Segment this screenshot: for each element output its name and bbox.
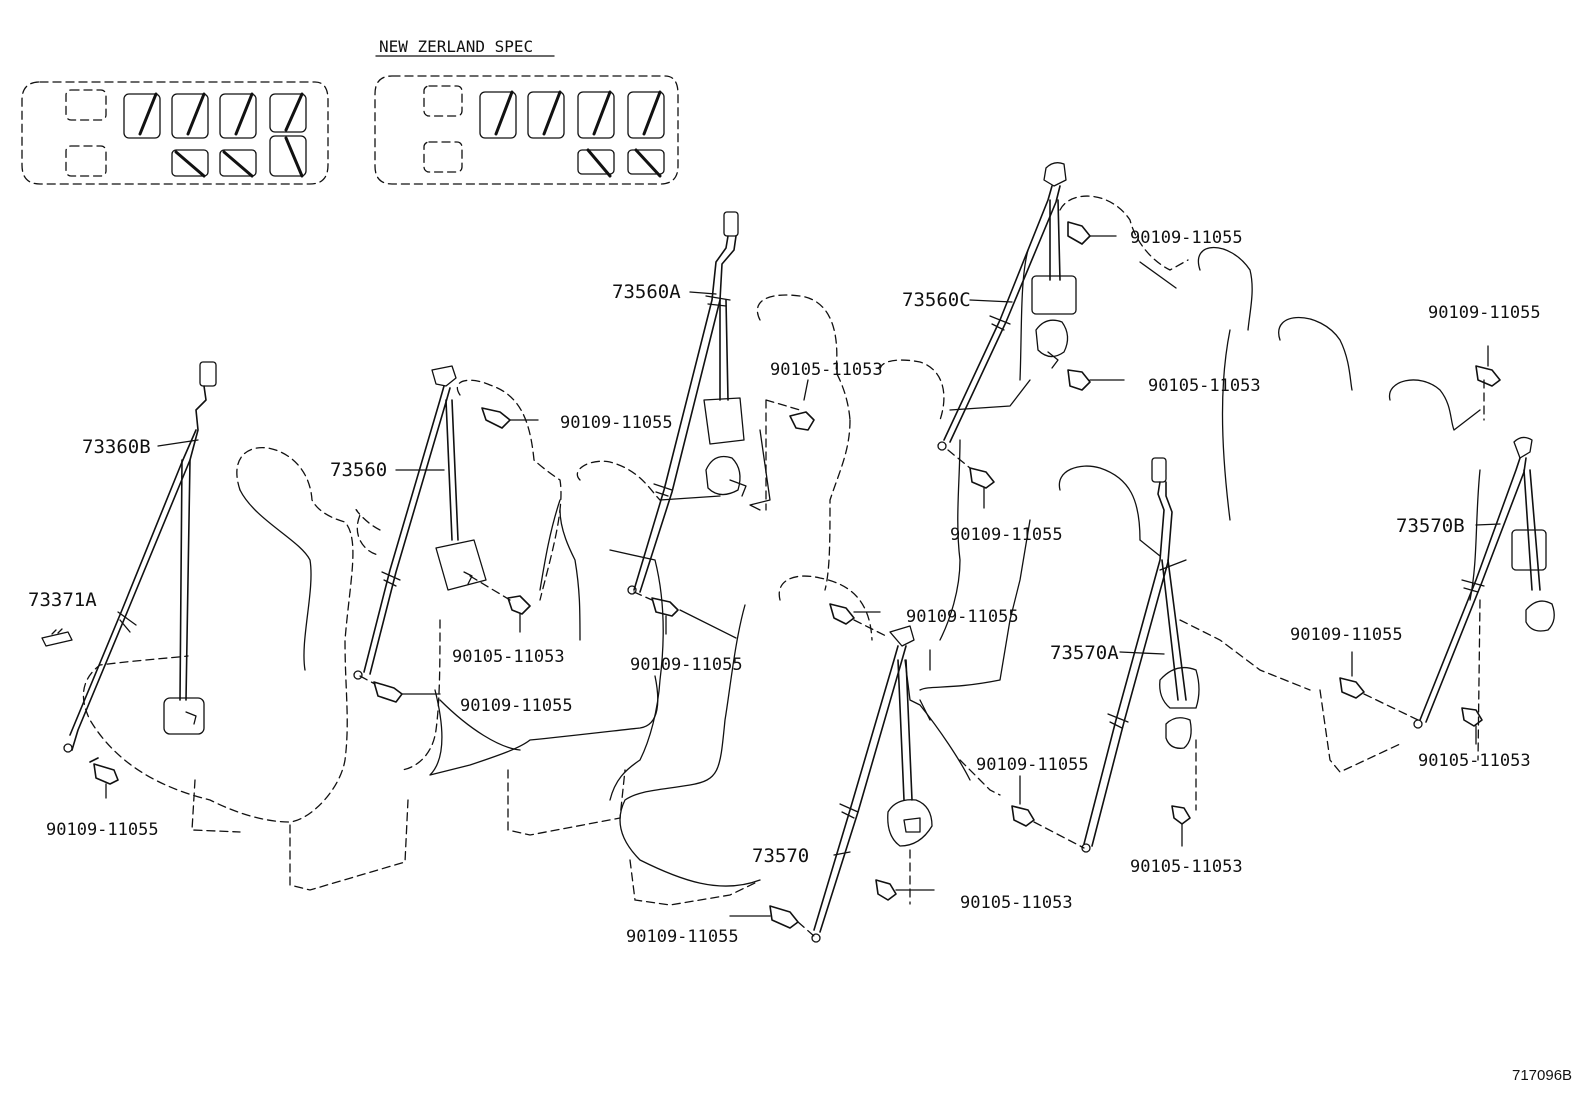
bolt-12	[947, 449, 995, 509]
bolt-16	[1339, 651, 1419, 721]
seat-layout-standard	[21, 81, 329, 185]
bolt-13	[1011, 775, 1085, 849]
callout-bolt-a6: 90109-11055	[626, 927, 739, 947]
bolt-11	[1067, 369, 1125, 391]
bolt-2	[481, 407, 539, 429]
callout-bolt-a3: 90109-11055	[460, 696, 573, 716]
callout-bolt-a11: 90109-11055	[1290, 625, 1403, 645]
illustration-id: 717096B	[1512, 1067, 1572, 1084]
seat-layout-nz-spec: NEW ZERLAND SPEC	[374, 37, 679, 185]
bolt-4	[359, 675, 441, 703]
bolt-17	[1461, 707, 1483, 745]
seatbelt-73560	[353, 365, 487, 680]
callout-73371A: 73371A	[28, 589, 97, 611]
callout-bolt-a8: 90109-11055	[950, 525, 1063, 545]
nz-spec-title: NEW ZERLAND SPEC	[379, 37, 533, 56]
callout-bolt-a10: 90109-11055	[1428, 303, 1541, 323]
callout-bolt-a5: 90109-11055	[906, 607, 1019, 627]
bolt-14	[1171, 805, 1191, 847]
anchor-plate-73371A	[41, 628, 73, 647]
callout-73570B: 73570B	[1396, 515, 1465, 537]
bolt-8	[729, 905, 815, 937]
bolt-1	[89, 757, 119, 799]
callout-bolt-a1: 90109-11055	[46, 820, 159, 840]
bolt-15	[1475, 345, 1501, 387]
seat-outline-3	[559, 294, 945, 801]
seatbelt-73560A	[627, 211, 747, 595]
callout-bolt-b2: 90105-11053	[452, 647, 565, 667]
bolt-10	[1067, 221, 1117, 245]
callout-bolt-a4: 90109-11055	[630, 655, 743, 675]
callout-73570A: 73570A	[1050, 642, 1119, 664]
callout-bolt-a9: 90109-11055	[976, 755, 1089, 775]
callout-73560: 73560	[330, 459, 387, 481]
seat-outline-1	[82, 447, 409, 891]
bolt-9	[875, 849, 935, 905]
bolt-6	[633, 591, 737, 639]
seat-outline-6	[1197, 247, 1485, 773]
callout-73560C: 73560C	[902, 289, 971, 311]
callout-bolt-a2: 90109-11055	[560, 413, 673, 433]
leader-lines	[157, 291, 1501, 856]
seatbelt-73570B	[1413, 436, 1555, 729]
bolt-7	[829, 603, 887, 637]
callout-bolt-b3: 90105-11053	[1148, 376, 1261, 396]
bolt-5	[765, 379, 815, 511]
seatbelt-73570	[811, 625, 933, 943]
callouts: 73360B 73371A 73560 73560A 73560C 73570 …	[28, 228, 1541, 947]
seat-outline-4	[619, 575, 1001, 906]
callout-73360B: 73360B	[82, 436, 151, 458]
callout-bolt-b5: 90105-11053	[1130, 857, 1243, 877]
callout-73560A: 73560A	[612, 281, 681, 303]
seatbelt-73560C	[937, 162, 1077, 451]
seatbelt-73570A	[1081, 457, 1200, 853]
callout-bolt-b6: 90105-11053	[1418, 751, 1531, 771]
callout-bolt-b1: 90105-11053	[770, 360, 883, 380]
seat-outline-5	[919, 195, 1311, 691]
seat-outline-2	[355, 379, 659, 836]
bolt-3	[469, 575, 531, 633]
callout-bolt-b4: 90105-11053	[960, 893, 1073, 913]
seatbelt-73360B	[63, 361, 217, 753]
buckle-stalk-seat2	[539, 499, 561, 591]
callout-73570: 73570	[752, 845, 809, 867]
callout-bolt-a7: 90109-11055	[1130, 228, 1243, 248]
